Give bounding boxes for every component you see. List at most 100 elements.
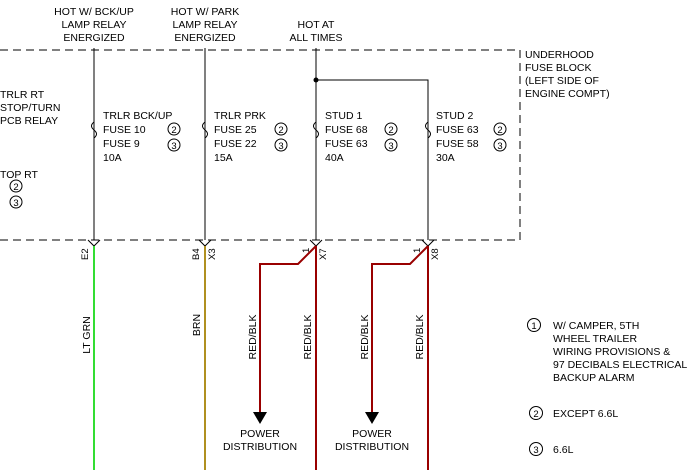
source-backup-line-3: ENERGIZED	[63, 32, 125, 44]
fuse-3-line-1: FUSE 68	[325, 124, 368, 136]
fuse-1-name: TRLR BCK/UP	[103, 110, 172, 122]
fuse-1-marker-3: 3	[171, 141, 176, 152]
source-label-backup: HOT W/ BCK/UP LAMP RELAY ENERGIZED	[54, 6, 134, 44]
relay-label-line-1: TRLR RT	[0, 89, 45, 101]
fuse-4-name: STUD 2	[436, 110, 474, 122]
splice-dot	[313, 77, 319, 83]
relay-label-line-3: PCB RELAY	[0, 115, 58, 127]
fuse-3-label: STUD 1 FUSE 68 FUSE 63 40A 2 3	[325, 110, 398, 164]
fuse-2-rating: 15A	[214, 152, 233, 164]
wire-red-blk-stud1-branch	[259, 245, 317, 414]
note-2: 2 EXCEPT 6.6L	[529, 406, 618, 420]
fuse-1-marker-2: 2	[171, 125, 176, 136]
power-distribution-label-1: POWER DISTRIBUTION	[223, 428, 297, 453]
source-backup-line-1: HOT W/ BCK/UP	[54, 6, 134, 18]
source-always-line-1: HOT AT	[298, 19, 336, 31]
note-2-number: 2	[533, 409, 538, 420]
fuse-4-marker-3-circle	[493, 138, 507, 152]
fuse-4-line-2: FUSE 58	[436, 138, 479, 150]
fuse-block-outline	[0, 49, 521, 241]
power-dist-2-line-1: POWER	[352, 428, 392, 440]
arrow-down-icon	[365, 412, 379, 424]
fuse-2-label: TRLR PRK FUSE 25 FUSE 22 15A 2 3	[214, 110, 288, 164]
note-2-line-1: EXCEPT 6.6L	[553, 408, 618, 420]
fuse-4-rating: 30A	[436, 152, 455, 164]
relay-label-line-2: STOP/TURN	[0, 102, 60, 114]
note-1-line-4: 97 DECIBALS ELECTRICAL	[553, 359, 687, 371]
fuse-1-label: TRLR BCK/UP FUSE 10 FUSE 9 10A 2 3	[103, 110, 181, 164]
fuse-3-rating: 40A	[325, 152, 344, 164]
fuse-3-marker-3: 3	[388, 141, 393, 152]
connector-1-cavity: E2	[80, 248, 91, 260]
fuse-1-symbol	[91, 121, 97, 139]
connector-3-cavity: 1	[301, 248, 312, 253]
fuse-1-marker-3-circle	[167, 138, 181, 152]
wire-red-blk-stud2-branch	[371, 245, 429, 414]
note-3-number: 3	[533, 445, 538, 456]
fuse-2-line-1: FUSE 25	[214, 124, 257, 136]
connector-chevron-3	[309, 239, 323, 247]
source-always-line-2: ALL TIMES	[289, 32, 342, 44]
fuse-3-line-2: FUSE 63	[325, 138, 368, 150]
note-1-line-5: BACKUP ALARM	[553, 372, 635, 384]
left-stub-text: TOP RT	[0, 169, 39, 181]
fuse-3-name: STUD 1	[325, 110, 363, 122]
left-marker-3-text: 3	[13, 198, 18, 209]
note-3: 3 6.6L	[529, 442, 574, 456]
source-backup-line-2: LAMP RELAY	[62, 19, 127, 31]
fuse-2-symbol	[202, 121, 208, 139]
left-marker-2-circle	[9, 179, 23, 193]
wire-label-red-blk-2: RED/BLK	[302, 315, 314, 360]
wire-label-brn: BRN	[191, 314, 203, 336]
note-1-line-2: WHEEL TRAILER	[553, 333, 637, 345]
source-park-line-3: ENERGIZED	[174, 32, 236, 44]
left-marker-3-circle	[9, 195, 23, 209]
connector-4-id: X8	[430, 248, 441, 260]
fuse-2-name: TRLR PRK	[214, 110, 266, 122]
fuse-1-line-2: FUSE 9	[103, 138, 140, 150]
note-2-circle	[529, 406, 543, 420]
connector-chevron-2	[198, 239, 212, 247]
power-dist-1-line-2: DISTRIBUTION	[223, 441, 297, 453]
source-label-always: HOT AT ALL TIMES	[289, 19, 342, 44]
wire-stud2-branch	[316, 79, 429, 240]
note-1-line-3: WIRING PROVISIONS &	[553, 346, 670, 358]
left-stub-label: TOP RT 2 3	[0, 169, 39, 209]
wire-label-red-blk-3: RED/BLK	[359, 315, 371, 360]
relay-label: TRLR RT STOP/TURN PCB RELAY	[0, 89, 60, 127]
note-1-line-1: W/ CAMPER, 5TH	[553, 320, 639, 332]
fuse-4-label: STUD 2 FUSE 63 FUSE 58 30A 2 3	[436, 110, 507, 164]
fuse-4-marker-2: 2	[497, 125, 502, 136]
wire-label-lt-grn: LT GRN	[81, 316, 93, 354]
fuse-2-marker-2: 2	[278, 125, 283, 136]
fuse-1-line-1: FUSE 10	[103, 124, 146, 136]
fuse-4-symbol	[425, 121, 431, 139]
connector-3-id: X7	[318, 248, 329, 260]
arrow-down-icon	[253, 412, 267, 424]
source-label-park: HOT W/ PARK LAMP RELAY ENERGIZED	[171, 6, 239, 44]
fuse-2-marker-3: 3	[278, 141, 283, 152]
fuse-4-marker-3: 3	[497, 141, 502, 152]
fuse-1-rating: 10A	[103, 152, 122, 164]
wire-label-red-blk-1: RED/BLK	[247, 315, 259, 360]
source-park-line-1: HOT W/ PARK	[171, 6, 239, 18]
fuse-2-marker-2-circle	[274, 122, 288, 136]
fuse-block-line-2: FUSE BLOCK	[525, 62, 592, 74]
connector-2-id: X3	[207, 248, 218, 260]
fuse-block-line-4: ENGINE COMPT)	[525, 88, 610, 100]
fuse-4-marker-2-circle	[493, 122, 507, 136]
connector-chevron-4	[421, 239, 435, 247]
connector-chevron-1	[87, 239, 101, 247]
note-3-line-1: 6.6L	[553, 444, 574, 456]
fuse-2-line-2: FUSE 22	[214, 138, 257, 150]
fuse-block-line-3: (LEFT SIDE OF	[525, 75, 599, 87]
fuse-3-marker-2-circle	[384, 122, 398, 136]
fuse-block-title: UNDERHOOD FUSE BLOCK (LEFT SIDE OF ENGIN…	[525, 49, 610, 100]
note-1: 1 W/ CAMPER, 5TH WHEEL TRAILER WIRING PR…	[527, 318, 687, 384]
fuse-1-marker-2-circle	[167, 122, 181, 136]
note-3-circle	[529, 442, 543, 456]
fuse-3-marker-2: 2	[388, 125, 393, 136]
fuse-3-marker-3-circle	[384, 138, 398, 152]
fuse-3-symbol	[313, 121, 319, 139]
power-dist-2-line-2: DISTRIBUTION	[335, 441, 409, 453]
